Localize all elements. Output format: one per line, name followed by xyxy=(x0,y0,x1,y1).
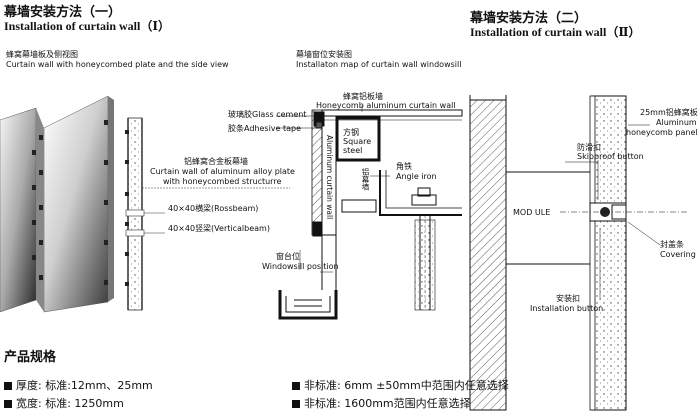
panel-wall-en: Honeycomb aluminum curtain wall xyxy=(316,101,456,110)
square-steel-en2: steel xyxy=(343,146,363,155)
middle-title-en: Installaton map of curtain wall windowsi… xyxy=(296,60,462,69)
install-button-en: Installation button xyxy=(530,304,604,313)
adhesive-tape-label: 胶条Adhesive tape xyxy=(228,124,302,133)
glass-cement-label: 玻璃胶Glass cement xyxy=(228,110,307,119)
honeycomb-panels-illustration xyxy=(0,95,114,313)
spec-thickness-text: 厚度: 标准:12mm、25mm xyxy=(16,379,153,392)
plate-label-en1: Curtain wall of aluminum alloy plate xyxy=(150,167,295,176)
side-view-title-cn: 蜂窝幕墙板及侧视图 xyxy=(6,50,78,59)
bullet-icon xyxy=(4,400,12,408)
verticalbeam-label: 40×40竖梁(Verticalbeam) xyxy=(168,224,270,233)
bullet-icon xyxy=(292,400,300,408)
plate-label-en2: with honeycombed structurre xyxy=(163,177,282,186)
spec-thickness: 厚度: 标准:12mm、25mm xyxy=(4,377,153,393)
bullet-icon xyxy=(292,382,300,390)
specs-title: 产品规格 xyxy=(4,350,57,365)
install-button-cn: 安装扣 xyxy=(556,294,580,303)
panel25-en2: honeycomb panel xyxy=(626,128,698,137)
spec-width-text: 宽度: 标准: 1250mm xyxy=(16,397,124,410)
spec-nonstd-width: 非标准: 1600mm范围内任意选择 xyxy=(292,395,471,411)
square-steel-cn: 方钢 xyxy=(343,128,359,137)
skipproof-cn: 防滑扣 xyxy=(577,143,601,152)
square-steel-en1: Square xyxy=(343,137,372,146)
angle-iron-en: Angle iron xyxy=(396,172,437,181)
skipproof-en: Skipproof button xyxy=(577,152,644,161)
covering-cn: 封盖条 xyxy=(660,240,684,249)
middle-title-cn: 幕墙窗位安装图 xyxy=(296,50,352,59)
spec-nonstd-width-text: 非标准: 1600mm范围内任意选择 xyxy=(304,397,471,410)
side-view-section xyxy=(125,117,290,311)
spec-nonstd-thickness: 非标准: 6mm ±50mm中范围内任意选择 xyxy=(292,377,509,393)
panel-wall-cn: 蜂窝铝板墙 xyxy=(343,92,383,101)
windowsill-en: Windowsill position xyxy=(262,262,339,271)
panel25-cn: 25mm铝蜂窝板 xyxy=(640,108,698,117)
rossbeam-label: 40×40横梁(Rossbeam) xyxy=(168,204,259,213)
module-label: MOD ULE xyxy=(513,208,551,217)
side-view-title-en: Curtain wall with honeycombed plate and … xyxy=(6,60,229,69)
plate-label-cn: 铝蜂窝合金板幕墙 xyxy=(184,157,248,166)
spec-nonstd-thickness-text: 非标准: 6mm ±50mm中范围内任意选择 xyxy=(304,379,509,392)
spec-width: 宽度: 标准: 1250mm xyxy=(4,395,124,411)
panel25-en1: Aluminum xyxy=(656,118,697,127)
vertical-wall-en: Aluminum curtain wall xyxy=(325,135,334,220)
vertical-wall-cn: 铝幕墙 xyxy=(361,168,370,191)
curtain-wall-section-2 xyxy=(469,95,688,411)
heading-right-cn: 幕墙安装方法（二） xyxy=(470,11,588,26)
covering-en: Covering xyxy=(660,250,696,259)
bullet-icon xyxy=(4,382,12,390)
heading-left-cn: 幕墙安装方法（一） xyxy=(4,5,122,20)
heading-left-en: Installation of curtain wall（Ⅰ） xyxy=(4,19,170,33)
windowsill-section xyxy=(276,105,463,320)
angle-iron-cn: 角铁 xyxy=(396,162,412,171)
windowsill-cn: 窗台位 xyxy=(276,252,300,261)
heading-right-en: Installation of curtain wall（Ⅱ） xyxy=(470,25,641,39)
